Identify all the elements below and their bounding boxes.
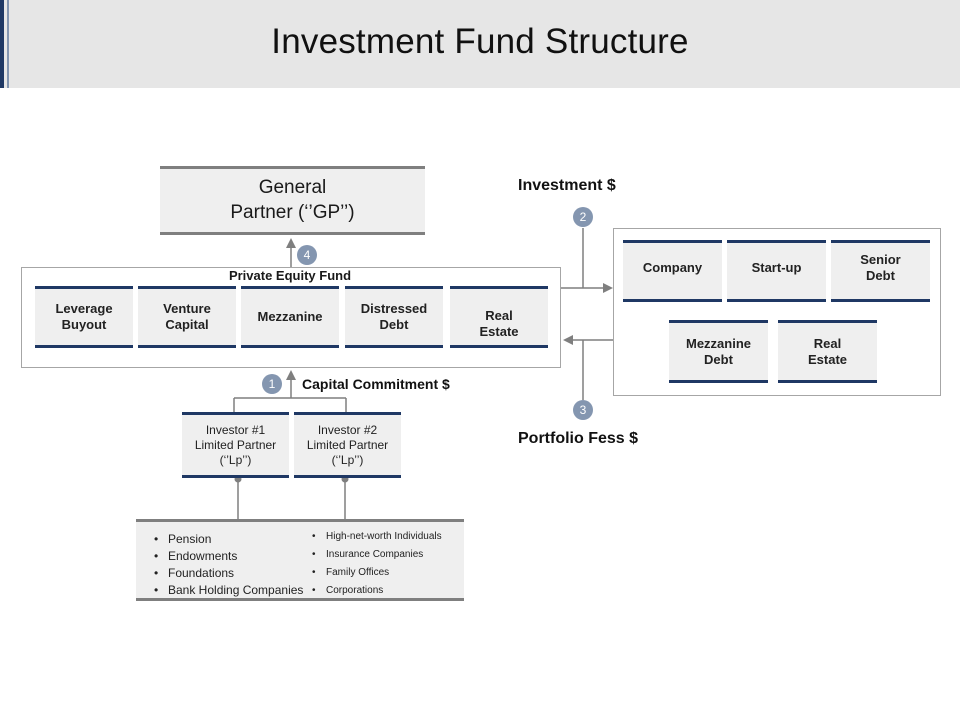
capital-commitment-label: Capital Commitment $ (302, 376, 450, 392)
portfolio-item-start-up: Start-up (727, 240, 826, 302)
private-equity-fund-label: Private Equity Fund (228, 268, 352, 283)
gp-line1: General (258, 177, 327, 198)
accent-bar (0, 0, 4, 88)
investment-label: Investment $ (518, 177, 616, 194)
fund-category-mezzanine: Mezzanine (241, 286, 339, 348)
investor-2-box: Investor #2 Limited Partner (‘’Lp’’) (294, 412, 401, 478)
badge-4: 4 (297, 245, 317, 265)
list-item: Corporations (312, 582, 442, 600)
lp-types-left-list: Pension Endowments Foundations Bank Hold… (154, 531, 303, 599)
title-bar: Investment Fund Structure (0, 0, 960, 88)
portfolio-item-company: Company (623, 240, 722, 302)
badge-1: 1 (262, 374, 282, 394)
list-item: Family Offices (312, 564, 442, 582)
page-title: Investment Fund Structure (271, 22, 689, 61)
general-partner-box: General Partner (‘’GP’’) (160, 166, 425, 235)
badge-3: 3 (573, 400, 593, 420)
list-item: Pension (154, 531, 303, 548)
portfolio-fees-label: Portfolio Fess $ (518, 430, 639, 447)
list-item: High-net-worth Individuals (312, 528, 442, 546)
list-item: Bank Holding Companies (154, 582, 303, 599)
gp-line2: Partner (‘’GP’’) (230, 202, 355, 223)
lp-types-box: Pension Endowments Foundations Bank Hold… (136, 519, 464, 601)
lp-types-right-list: High-net-worth Individuals Insurance Com… (312, 528, 442, 600)
accent-bar-thin (7, 0, 9, 88)
investor-1-box: Investor #1 Limited Partner (‘’Lp’’) (182, 412, 289, 478)
badge-2: 2 (573, 207, 593, 227)
list-item: Insurance Companies (312, 546, 442, 564)
list-item: Endowments (154, 548, 303, 565)
list-item: Foundations (154, 565, 303, 582)
